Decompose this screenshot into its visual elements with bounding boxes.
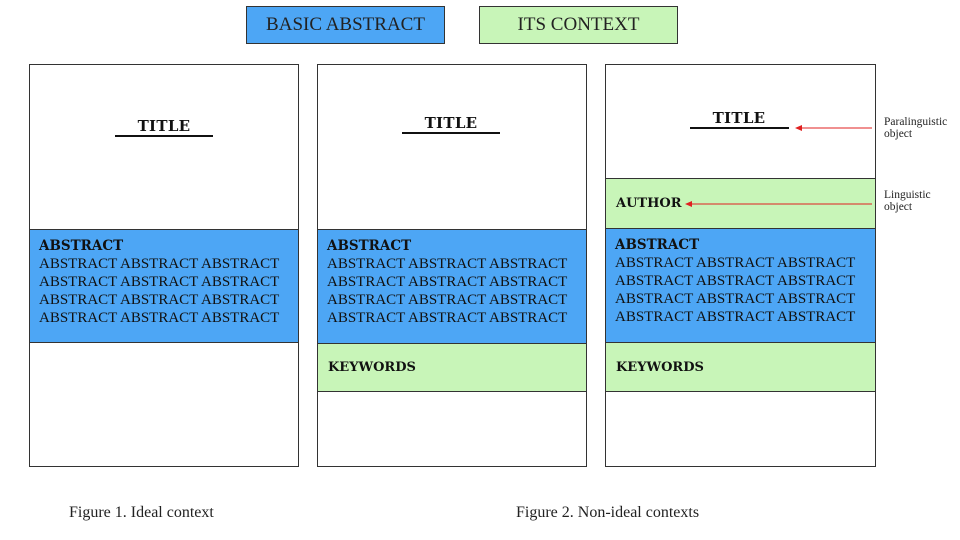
legend-its-context: ITS CONTEXT [479, 6, 678, 44]
legend-basic-abstract-label: BASIC ABSTRACT [266, 14, 425, 35]
figure-2-caption: Figure 2. Non-ideal contexts [516, 504, 700, 521]
page-1-title-underline [115, 135, 213, 137]
figure-1-caption: Figure 1. Ideal context [69, 504, 214, 521]
page-3-title-underline [690, 127, 789, 129]
linguistic-annotation-line: Linguistic [884, 189, 931, 201]
page-1-title: TITLE [137, 117, 191, 135]
page-3-abstract-line: ABSTRACT ABSTRACT ABSTRACT [615, 273, 856, 289]
page-3-keywords-block: KEYWORDS [605, 342, 876, 392]
page-3-title: TITLE [712, 109, 766, 127]
page-3-abstract-block: ABSTRACT ABSTRACT ABSTRACT ABSTRACT ABST… [605, 228, 876, 343]
page-1-abstract-block: ABSTRACT ABSTRACT ABSTRACT ABSTRACT ABST… [29, 229, 299, 343]
page-2-title-underline [402, 132, 500, 134]
page-2-abstract-line: ABSTRACT ABSTRACT ABSTRACT [327, 292, 568, 308]
page-3-abstract-line: ABSTRACT ABSTRACT ABSTRACT [615, 309, 856, 325]
page-2-abstract-heading: ABSTRACT [327, 238, 412, 254]
page-3-abstract-heading: ABSTRACT [615, 237, 700, 253]
page-2-abstract-block: ABSTRACT ABSTRACT ABSTRACT ABSTRACT ABST… [317, 229, 587, 344]
page-1-abstract-line: ABSTRACT ABSTRACT ABSTRACT [39, 274, 280, 290]
legend-its-context-label: ITS CONTEXT [517, 14, 640, 35]
linguistic-annotation: Linguistic object [884, 189, 960, 213]
page-figure-1: TITLE ABSTRACT ABSTRACT ABSTRACT ABSTRAC… [29, 64, 299, 467]
legend-basic-abstract: BASIC ABSTRACT [246, 6, 445, 44]
page-2-keywords-label: KEYWORDS [328, 360, 416, 375]
page-3-abstract-line: ABSTRACT ABSTRACT ABSTRACT [615, 291, 856, 307]
page-figure-2b: TITLE AUTHOR ABSTRACT ABSTRACT ABSTRACT … [605, 64, 876, 467]
page-2-abstract-line: ABSTRACT ABSTRACT ABSTRACT [327, 256, 568, 272]
linguistic-annotation-line: object [884, 201, 913, 213]
page-2-abstract-line: ABSTRACT ABSTRACT ABSTRACT [327, 274, 568, 290]
page-1-abstract-line: ABSTRACT ABSTRACT ABSTRACT [39, 292, 280, 308]
page-1-abstract-line: ABSTRACT ABSTRACT ABSTRACT [39, 310, 280, 326]
page-2-title: TITLE [424, 114, 478, 132]
page-figure-2a: TITLE ABSTRACT ABSTRACT ABSTRACT ABSTRAC… [317, 64, 587, 467]
paralinguistic-annotation: Paralinguistic object [884, 116, 960, 140]
page-2-keywords-block: KEYWORDS [317, 343, 587, 392]
page-1-abstract-heading: ABSTRACT [39, 238, 124, 254]
page-1-abstract-line: ABSTRACT ABSTRACT ABSTRACT [39, 256, 280, 272]
page-2-abstract-line: ABSTRACT ABSTRACT ABSTRACT [327, 310, 568, 326]
paralinguistic-annotation-line: object [884, 128, 913, 140]
page-3-author-label: AUTHOR [616, 196, 682, 211]
page-3-author-block: AUTHOR [605, 178, 876, 229]
paralinguistic-annotation-line: Paralinguistic [884, 116, 948, 128]
page-3-abstract-line: ABSTRACT ABSTRACT ABSTRACT [615, 255, 856, 271]
page-3-keywords-label: KEYWORDS [616, 359, 704, 375]
